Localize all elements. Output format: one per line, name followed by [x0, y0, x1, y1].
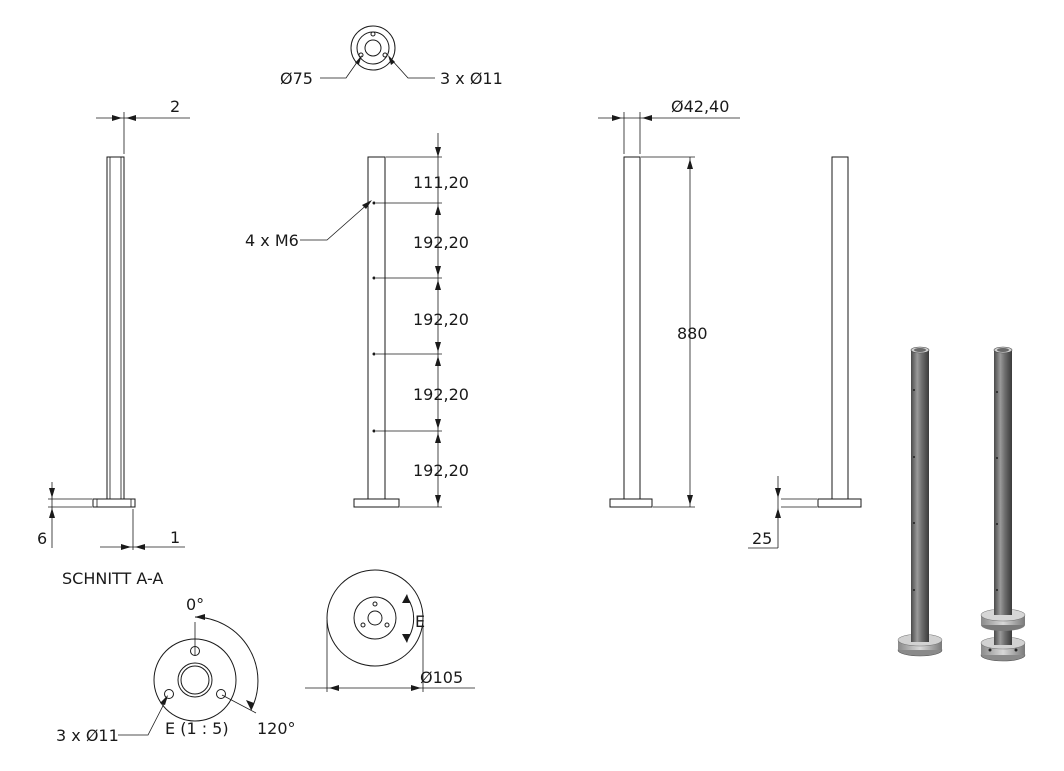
detail-hole [216, 689, 226, 699]
front-base-plate [353, 498, 400, 508]
wall-thickness-label: 2 [170, 97, 180, 116]
rear-tube [831, 156, 849, 500]
top-flange-view: Ø75 3 x Ø11 [280, 25, 503, 88]
thread-hole [372, 352, 376, 356]
render-2-base-hole [988, 648, 992, 652]
render-1-hole [913, 589, 915, 591]
base-outer [326, 569, 424, 667]
tube-diameter-label: Ø42,40 [671, 97, 729, 116]
base-bore [367, 610, 383, 626]
base-flange [353, 596, 397, 640]
base-hole [372, 601, 378, 607]
render-1-hole [913, 522, 915, 524]
plate-thickness-label: 6 [37, 529, 47, 548]
detail-hole [164, 689, 174, 699]
detail-marker: E [415, 612, 425, 631]
pitch-1-label: 192,20 [413, 233, 469, 252]
section-title: SCHNITT A-A [62, 569, 163, 588]
flange-diameter-label: Ø75 [280, 69, 313, 88]
flange-hole [370, 31, 376, 37]
side-base-plate [609, 498, 653, 508]
pitch-top-label: 111,20 [413, 173, 469, 192]
base-hole [384, 622, 390, 628]
detail-bore-inner [180, 665, 210, 695]
section-tube [106, 156, 125, 500]
render-2-hole [996, 391, 998, 393]
thread-hole [372, 429, 376, 433]
detail-holes-label: 3 x Ø11 [56, 726, 119, 745]
render-post-2 [980, 346, 1026, 662]
detail-title: E (1 : 5) [165, 719, 229, 738]
rear-view: 25 [748, 156, 862, 549]
side-tube [623, 156, 641, 500]
section-view: 2 6 1 SCHNITT A-A [37, 97, 190, 588]
render-post-1 [897, 346, 943, 657]
base-hole [360, 622, 366, 628]
side-view: Ø42,40 880 [598, 97, 740, 508]
render-1-hole [913, 456, 915, 458]
detail-bore-outer [177, 662, 213, 698]
pitch-4-label: 192,20 [413, 461, 469, 480]
front-tube [367, 156, 386, 500]
thread-hole [372, 276, 376, 280]
base-diameter-label: Ø105 [420, 668, 463, 687]
flange-hole [382, 52, 388, 58]
base-height-label: 25 [752, 529, 772, 548]
pitch-3-label: 192,20 [413, 385, 469, 404]
flange-holes-label: 3 x Ø11 [440, 69, 503, 88]
render-1-tube [911, 350, 929, 642]
angle-zero-label: 0° [186, 595, 204, 614]
angle-label: 120° [257, 719, 296, 738]
render-2-tube [994, 350, 1012, 615]
render-1-hole [913, 389, 915, 391]
base-view: E Ø105 [305, 569, 475, 692]
render-2-hole [996, 457, 998, 459]
render-2-hole [996, 589, 998, 591]
total-height-label: 880 [677, 324, 708, 343]
rear-base-plate [817, 498, 862, 508]
render-2-hole [996, 523, 998, 525]
flange-bore [364, 39, 382, 57]
detail-view: 0° 120° 3 x Ø11 E (1 : 5) [56, 595, 296, 745]
render-2-base-hole [1014, 648, 1018, 652]
offset-label: 1 [170, 528, 180, 547]
pitch-2-label: 192,20 [413, 310, 469, 329]
thread-hole [372, 201, 376, 205]
threaded-holes-label: 4 x M6 [245, 231, 299, 250]
section-base-plate [92, 498, 136, 508]
front-view: 111,20 192,20 192,20 192,20 192,20 4 x M… [245, 133, 469, 508]
